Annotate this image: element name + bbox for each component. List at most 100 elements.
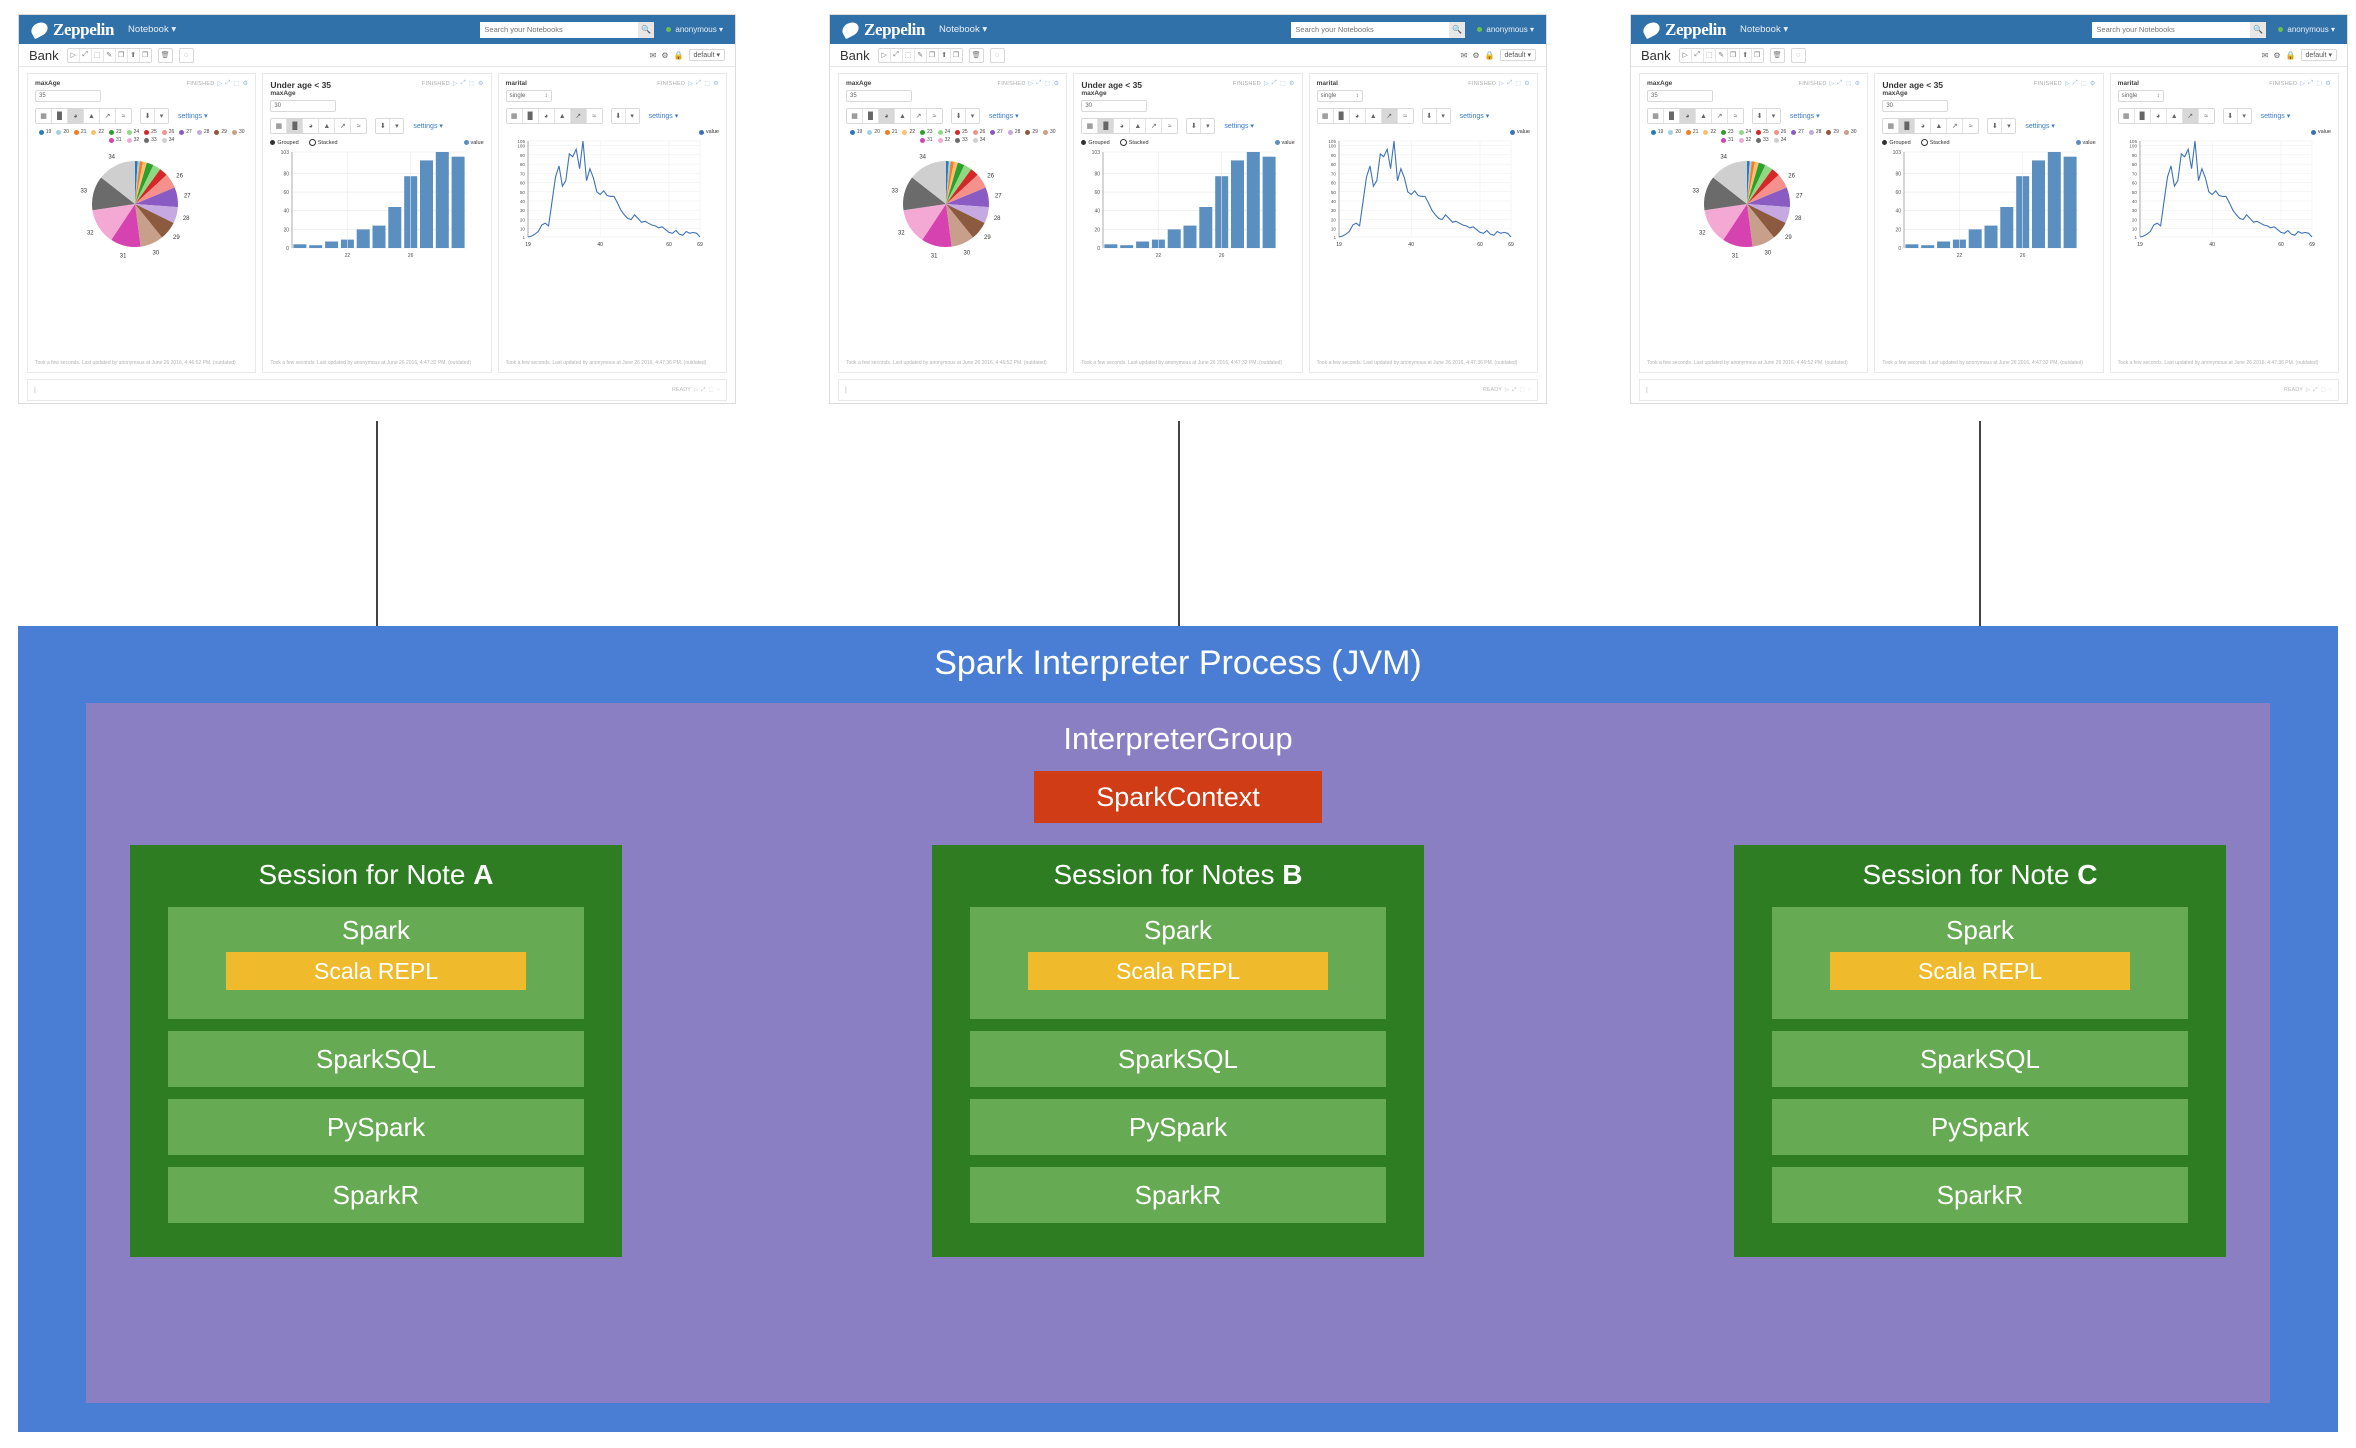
mail-icon[interactable]: ✉ — [1460, 50, 1468, 60]
settings-link[interactable]: settings ▾ — [2260, 113, 2291, 120]
pie-chart-icon[interactable]: ◕ — [1349, 109, 1366, 123]
legend-item[interactable]: 23 — [1721, 129, 1734, 135]
legend-item[interactable]: 20 — [1668, 129, 1681, 135]
trash-icon[interactable]: 🗑 — [968, 47, 984, 63]
table-viz-icon[interactable]: ▦ — [2118, 109, 2135, 123]
run-icon[interactable]: ▷ — [1499, 81, 1505, 87]
search-input[interactable] — [1291, 21, 1450, 38]
line-chart-icon[interactable]: ↗ — [911, 109, 927, 123]
expand-icon[interactable]: ⤢ — [2072, 80, 2078, 86]
table-viz-icon[interactable]: ▦ — [847, 109, 863, 123]
export-caret-icon[interactable]: ▾ — [1201, 119, 1215, 133]
line-chart-icon[interactable]: ↗ — [1146, 119, 1163, 133]
run-icon[interactable]: ▷ — [1504, 387, 1510, 393]
maxage-input[interactable]: 30 — [270, 100, 337, 112]
scatter-chart-icon[interactable]: ≈ — [2198, 109, 2214, 123]
pie-chart-icon[interactable]: ◕ — [538, 109, 555, 123]
bar-chart-icon[interactable]: █ — [1899, 119, 1916, 133]
marital-select[interactable]: single↕ — [505, 90, 552, 102]
gear-icon[interactable]: ⚙ — [2089, 81, 2096, 87]
gear-icon[interactable]: ⚙ — [1524, 81, 1530, 87]
book-icon[interactable]: ⬚ — [2080, 81, 2087, 87]
legend-item[interactable]: 22 — [1703, 129, 1716, 135]
line-chart-icon[interactable]: ↗ — [1712, 109, 1728, 123]
toolbar-icon-3[interactable]: ✎ — [103, 48, 116, 62]
legend-item[interactable]: 21 — [73, 129, 86, 135]
legend-stacked[interactable]: Stacked — [308, 139, 338, 146]
legend-item[interactable]: 19 — [38, 129, 51, 135]
table-viz-icon[interactable]: ▦ — [271, 119, 288, 133]
legend-item[interactable]: 22 — [902, 129, 915, 135]
viz-type-group[interactable]: ▦█◕▲↗≈ — [846, 108, 943, 124]
legend-item[interactable]: 32 — [937, 137, 950, 143]
trash-icon[interactable]: 🗑 — [1769, 47, 1785, 63]
legend-item[interactable]: 29 — [1025, 129, 1038, 135]
search-box[interactable]: 🔍 — [2092, 21, 2267, 38]
gear-icon[interactable]: ◌ — [1527, 387, 1531, 393]
legend-grouped[interactable]: Grouped — [270, 140, 299, 146]
mail-icon[interactable]: ✉ — [649, 50, 657, 60]
legend-item[interactable]: 24 — [126, 129, 139, 135]
area-chart-icon[interactable]: ▲ — [1130, 119, 1147, 133]
legend-item[interactable]: 21 — [884, 129, 897, 135]
gear-icon[interactable]: ⚙ — [1053, 81, 1060, 87]
expand-icon[interactable]: ⤢ — [1512, 386, 1517, 393]
lock-icon[interactable]: 🔒 — [673, 50, 684, 60]
viz-type-group[interactable]: ▦█◕▲↗≈ — [1647, 108, 1744, 124]
legend-item[interactable]: 32 — [126, 137, 139, 143]
settings-link[interactable]: settings ▾ — [178, 113, 208, 120]
legend-item[interactable]: 31 — [920, 137, 933, 143]
toolbar-icon-2[interactable]: ⬚ — [91, 48, 104, 62]
expand-icon[interactable]: ⤢ — [1837, 80, 1843, 86]
run-icon[interactable]: ▷ — [693, 387, 699, 393]
legend-item[interactable]: 30 — [1843, 129, 1857, 135]
area-chart-icon[interactable]: ▲ — [2166, 109, 2183, 123]
gear-icon[interactable]: ⚙ — [2325, 81, 2331, 87]
export-caret-icon[interactable]: ▾ — [1767, 109, 1780, 123]
scatter-chart-icon[interactable]: ≈ — [1162, 119, 1178, 133]
legend-item[interactable]: 30 — [1042, 129, 1056, 135]
interpreter-binding-dropdown[interactable]: default ▾ — [2300, 49, 2337, 61]
legend-item[interactable]: 28 — [1007, 129, 1020, 135]
expand-icon[interactable]: ⤢ — [2308, 80, 2314, 86]
book-icon[interactable]: ⬚ — [1044, 81, 1051, 87]
export-caret-icon[interactable]: ▾ — [2002, 119, 2016, 133]
viz-type-group[interactable]: ▦█◕▲↗≈ — [1882, 118, 1980, 134]
legend-grouped[interactable]: Grouped — [1081, 140, 1110, 146]
export-group[interactable]: ⬇▾ — [2222, 108, 2252, 124]
legend-item[interactable]: 25 — [144, 129, 157, 135]
bar-chart-icon[interactable]: █ — [863, 109, 879, 123]
toolbar-icon-4[interactable]: ❐ — [115, 48, 128, 62]
toolbar-icon-6[interactable]: ❐ — [139, 48, 151, 62]
area-chart-icon[interactable]: ▲ — [1931, 119, 1948, 133]
run-icon[interactable]: ▷ — [1028, 81, 1034, 87]
legend-value[interactable]: value — [1509, 129, 1530, 135]
book-icon[interactable]: ⬚ — [1515, 81, 1522, 87]
legend-item[interactable]: 24 — [1738, 129, 1751, 135]
toolbar-icon-5[interactable]: ⬆ — [1739, 48, 1752, 62]
gear-icon[interactable]: ⚙ — [661, 50, 669, 60]
export-caret-icon[interactable]: ▾ — [625, 109, 639, 123]
legend-item[interactable]: 19 — [849, 129, 862, 135]
toolbar-icon-0[interactable]: ▷ — [1679, 48, 1692, 62]
legend-item[interactable]: 23 — [920, 129, 933, 135]
bar-chart-icon[interactable]: █ — [287, 119, 304, 133]
expand-icon[interactable]: ⤢ — [1271, 80, 1277, 86]
export-caret-icon[interactable]: ▾ — [390, 119, 404, 133]
search-input[interactable] — [2092, 21, 2251, 38]
legend-item[interactable]: 34 — [972, 137, 985, 143]
download-icon[interactable]: ⬇ — [1753, 109, 1767, 123]
notebook-action-toolbar[interactable]: ▷⤢⬚✎❐⬆❐ — [1678, 47, 1764, 63]
toolbar-icon-2[interactable]: ⬚ — [902, 48, 915, 62]
bar-chart-icon[interactable]: █ — [52, 109, 68, 123]
legend-item[interactable]: 27 — [179, 129, 192, 135]
gear-icon[interactable]: ⚙ — [1472, 50, 1480, 60]
book-icon[interactable]: ⬚ — [2320, 387, 2326, 393]
download-icon[interactable]: ⬇ — [1988, 119, 2003, 133]
book-icon[interactable]: ⬚ — [468, 81, 475, 87]
book-icon[interactable]: ⬚ — [233, 81, 240, 87]
legend-item[interactable]: 21 — [1685, 129, 1698, 135]
lock-icon[interactable]: 🔒 — [2285, 50, 2296, 60]
gear-icon[interactable]: ⚙ — [1288, 81, 1295, 87]
expand-icon[interactable]: ⤢ — [225, 80, 231, 86]
